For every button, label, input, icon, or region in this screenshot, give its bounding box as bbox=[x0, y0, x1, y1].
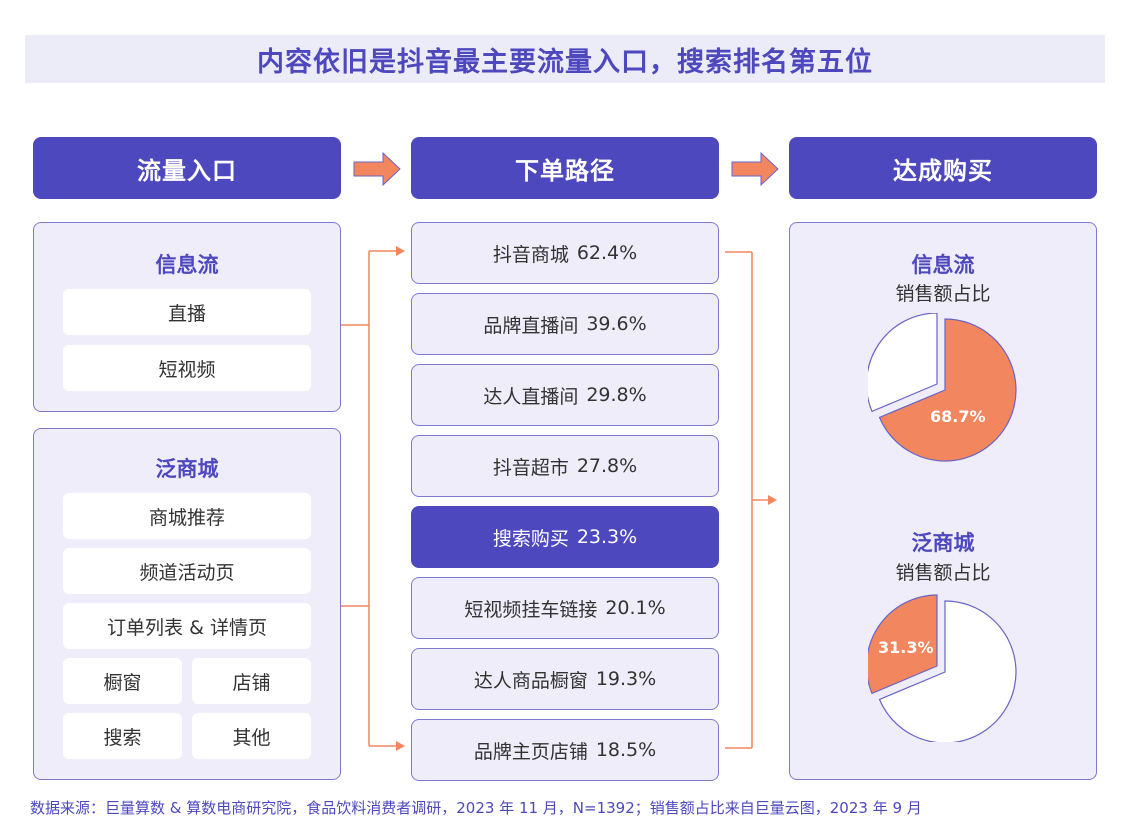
mall-item-recommend: 商城推荐 bbox=[63, 493, 311, 539]
feed-panel-title: 信息流 bbox=[155, 253, 219, 277]
purchase-feed-subtitle: 销售额占比 bbox=[895, 283, 991, 305]
feed-item-live: 直播 bbox=[63, 289, 311, 335]
header-traffic-entry: 流量入口 bbox=[33, 137, 341, 199]
mall-item-search: 搜索 bbox=[63, 713, 182, 759]
right-arrow-icon bbox=[353, 152, 401, 186]
feed-pie-value-label: 68.7% bbox=[930, 407, 986, 426]
arrowhead-icon bbox=[396, 741, 405, 751]
mall-panel: 泛商城 商城推荐 频道活动页 订单列表 & 详情页 橱窗 店铺 搜索 其他 bbox=[33, 428, 341, 780]
mall-item-showcase: 橱窗 bbox=[63, 658, 182, 704]
purchase-mall-title: 泛商城 bbox=[911, 531, 975, 555]
arrowhead-icon bbox=[396, 246, 405, 256]
source-footnote: 数据来源：巨量算数 & 算数电商研究院，食品饮料消费者调研，2023 年 11 … bbox=[30, 799, 922, 817]
purchase-feed-title: 信息流 bbox=[911, 253, 975, 277]
mall-pie-value-label: 31.3% bbox=[878, 638, 934, 657]
header-purchase: 达成购买 bbox=[789, 137, 1097, 199]
header-order-path: 下单路径 bbox=[411, 137, 719, 199]
mall-item-other: 其他 bbox=[192, 713, 311, 759]
title-banner: 内容依旧是抖音最主要流量入口，搜索排名第五位 bbox=[25, 35, 1105, 83]
purchase-mall-subtitle: 销售额占比 bbox=[895, 562, 991, 584]
right-arrow-icon bbox=[731, 152, 779, 186]
arrowhead-icon bbox=[768, 495, 777, 505]
mall-item-order-detail: 订单列表 & 详情页 bbox=[63, 603, 311, 649]
mall-item-store: 店铺 bbox=[192, 658, 311, 704]
mall-sales-pie-chart: 31.3% bbox=[865, 592, 1018, 744]
feed-panel: 信息流 直播 短视频 bbox=[33, 222, 341, 412]
mall-panel-title: 泛商城 bbox=[155, 457, 219, 481]
mall-item-channel-page: 频道活动页 bbox=[63, 548, 311, 594]
feed-item-short-video: 短视频 bbox=[63, 345, 311, 391]
feed-sales-pie-chart: 68.7% bbox=[865, 312, 1018, 463]
page-title: 内容依旧是抖音最主要流量入口，搜索排名第五位 bbox=[257, 46, 873, 78]
